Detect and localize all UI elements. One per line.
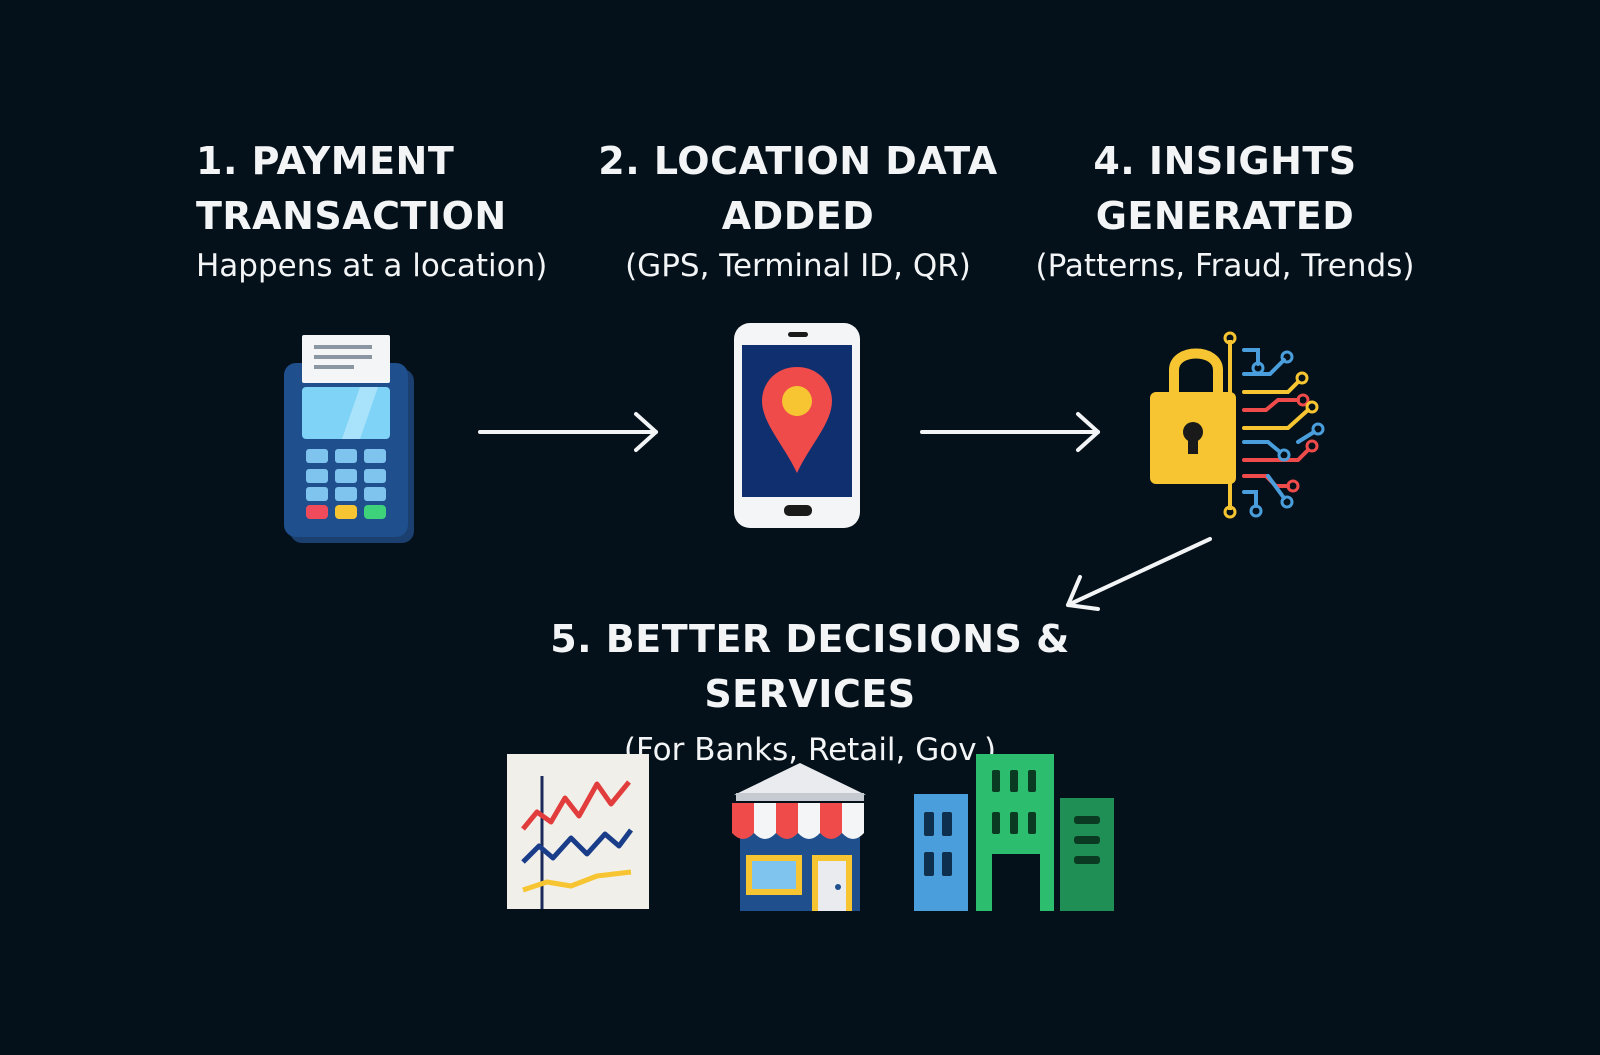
arrow-right-icon: [478, 412, 660, 454]
step-1-title: 1. PAYMENT TRANSACTION: [196, 139, 507, 238]
smartphone-location-pin-icon: [734, 323, 862, 529]
step-5-subtitle: (For Banks, Retail, Gov.): [623, 732, 997, 768]
step-5-title: 5. BETTER DECISIONS & SERVICES: [550, 617, 1070, 716]
arrow-down-left-icon: [1060, 535, 1220, 615]
step-2-title: 2. LOCATION DATA ADDED: [598, 139, 998, 238]
step-4-subtitle: (Patterns, Fraud, Trends): [1035, 248, 1415, 284]
line-chart-icon: [507, 754, 649, 910]
arrow-right-icon: [920, 412, 1102, 454]
step-4-label: 4. INSIGHTS GENERATED (Patterns, Fraud, …: [1030, 134, 1420, 286]
office-buildings-icon: [914, 754, 1114, 911]
step-5-label: 5. BETTER DECISIONS & SERVICES (For Bank…: [440, 612, 1180, 770]
step-2-label: 2. LOCATION DATA ADDED (GPS, Terminal ID…: [598, 134, 998, 286]
lock-brain-circuit-icon: [1148, 330, 1334, 530]
retail-store-icon: [730, 763, 870, 911]
step-1-subtitle: Happens at a location): [196, 248, 548, 284]
step-2-subtitle: (GPS, Terminal ID, QR): [625, 248, 971, 284]
step-4-title: 4. INSIGHTS GENERATED: [1093, 139, 1357, 238]
payment-terminal-icon: [280, 335, 430, 545]
step-1-label: 1. PAYMENT TRANSACTION Happens at a loca…: [196, 134, 556, 286]
